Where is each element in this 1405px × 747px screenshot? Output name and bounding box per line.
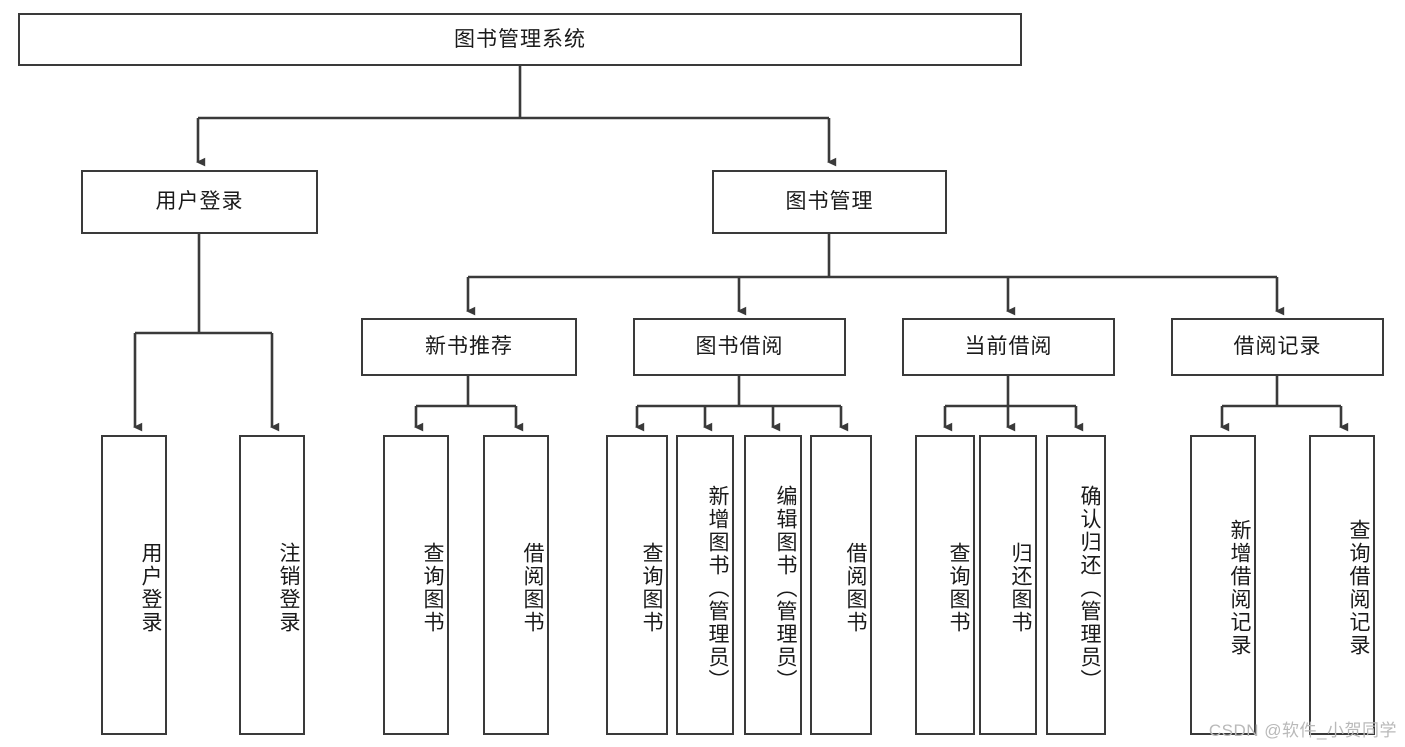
leaf-user-login-label: 用户登录 [139, 542, 162, 634]
leaf-borrow-book-borrow-label: 借阅图书 [844, 542, 867, 634]
leaf-query-book-current-label: 查询图书 [947, 542, 970, 634]
leaf-add-borrow-record-label: 新增借阅记录 [1228, 519, 1251, 657]
node-book-management[interactable]: 图书管理 [712, 170, 947, 234]
node-root-system[interactable]: 图书管理系统 [18, 13, 1022, 66]
leaf-query-borrow-record[interactable]: 查询借阅记录 [1309, 435, 1375, 735]
leaf-borrow-book-recommend[interactable]: 借阅图书 [483, 435, 549, 735]
leaf-query-borrow-record-label: 查询借阅记录 [1347, 519, 1370, 657]
leaf-query-book-recommend-label: 查询图书 [421, 542, 444, 634]
node-borrow-record-label: 借阅记录 [1233, 335, 1322, 359]
leaf-query-book-current[interactable]: 查询图书 [915, 435, 975, 735]
leaf-borrow-book-recommend-label: 借阅图书 [521, 542, 544, 634]
leaf-user-login[interactable]: 用户登录 [101, 435, 167, 735]
leaf-borrow-book-borrow[interactable]: 借阅图书 [810, 435, 872, 735]
node-book-management-label: 图书管理 [785, 190, 874, 214]
leaf-add-borrow-record[interactable]: 新增借阅记录 [1190, 435, 1256, 735]
leaf-query-book-recommend[interactable]: 查询图书 [383, 435, 449, 735]
leaf-confirm-return-admin[interactable]: 确认归还（管理员） [1046, 435, 1106, 735]
node-user-login[interactable]: 用户登录 [81, 170, 318, 234]
leaf-add-book-admin[interactable]: 新增图书（管理员） [676, 435, 734, 735]
leaf-add-book-admin-label: 新增图书（管理员） [706, 484, 729, 692]
leaf-logout[interactable]: 注销登录 [239, 435, 305, 735]
node-borrow-record[interactable]: 借阅记录 [1171, 318, 1384, 376]
leaf-return-book[interactable]: 归还图书 [979, 435, 1037, 735]
node-current-borrow-label: 当前借阅 [964, 335, 1053, 359]
leaf-return-book-label: 归还图书 [1009, 542, 1032, 634]
node-book-borrow[interactable]: 图书借阅 [633, 318, 846, 376]
leaf-logout-label: 注销登录 [277, 542, 300, 634]
node-user-login-label: 用户登录 [155, 190, 244, 214]
csdn-watermark: CSDN @软件_小贺同学 [1208, 721, 1397, 740]
node-current-borrow[interactable]: 当前借阅 [902, 318, 1115, 376]
node-root-label: 图书管理系统 [454, 27, 586, 51]
node-new-book-recommend[interactable]: 新书推荐 [361, 318, 577, 376]
leaf-edit-book-admin[interactable]: 编辑图书（管理员） [744, 435, 802, 735]
node-new-book-recommend-label: 新书推荐 [425, 335, 513, 359]
leaf-query-book-borrow[interactable]: 查询图书 [606, 435, 668, 735]
leaf-edit-book-admin-label: 编辑图书（管理员） [774, 484, 797, 692]
node-book-borrow-label: 图书借阅 [695, 335, 784, 359]
leaf-confirm-return-admin-label: 确认归还（管理员） [1078, 484, 1101, 692]
leaf-query-book-borrow-label: 查询图书 [640, 542, 663, 634]
